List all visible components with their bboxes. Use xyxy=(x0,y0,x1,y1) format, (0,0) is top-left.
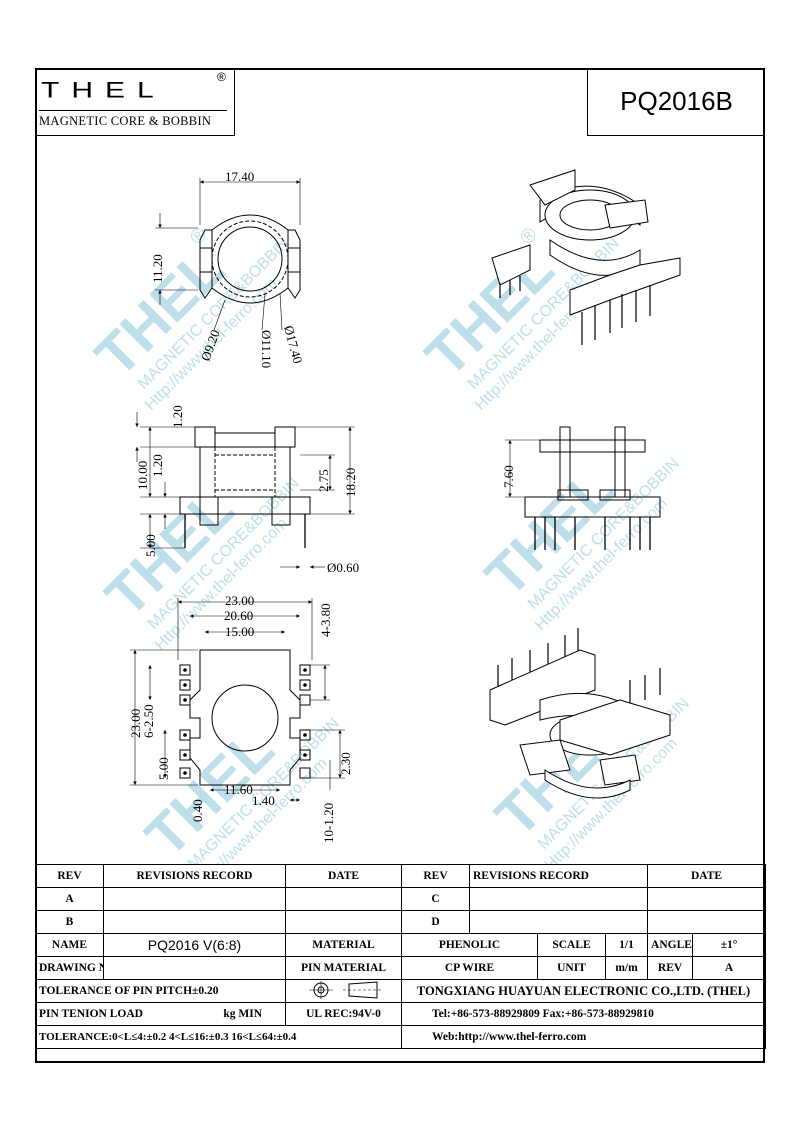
bottom-view xyxy=(130,598,345,802)
rev-value: A xyxy=(692,956,767,980)
rev-label: REV xyxy=(647,956,694,980)
dim-side-total: 18.20 xyxy=(343,468,358,497)
rev-header: REV xyxy=(35,864,104,888)
general-tolerance: TOLERANCE:0<L≤4:±0.2 4<L≤16:±0.3 16<L≤64… xyxy=(35,1025,402,1049)
dim-bot-r1: 4-3.80 xyxy=(318,603,333,637)
rev-d-record xyxy=(468,910,649,934)
scale-label: SCALE xyxy=(537,933,606,957)
projection-symbol xyxy=(285,979,402,1003)
rev-a-record xyxy=(103,887,286,911)
name-value: PQ2016 V(6:8) xyxy=(103,933,286,957)
dim-side-inner: 2.75 xyxy=(316,469,331,492)
dim-bot-h3: 5.00 xyxy=(156,757,171,780)
watermark-3: THEL MAGNETIC CORE&BOBBIN Http://www.the… xyxy=(93,475,302,654)
dim-bot-r2: 2.30 xyxy=(338,752,353,775)
tolerance-pin-pitch: TOLERANCE OF PIN PITCH±0.20 xyxy=(35,979,286,1003)
dim-side-pin: 5.00 xyxy=(143,534,158,557)
logo-underline xyxy=(39,110,227,111)
rev-c: C xyxy=(401,887,470,911)
dim-bot-h1: 23.00 xyxy=(128,709,143,738)
material-value: PHENOLIC xyxy=(401,933,538,957)
ul-rec: UL REC:94V-0 xyxy=(285,1002,402,1026)
rev-a-date xyxy=(285,887,402,911)
dim-bot-w2: 20.60 xyxy=(224,608,253,623)
logo-subtitle: MAGNETIC CORE & BOBBIN xyxy=(39,114,212,128)
dim-right-height: 7.60 xyxy=(501,465,516,488)
name-label: NAME xyxy=(35,933,104,957)
rev-b-date xyxy=(285,910,402,934)
rev-header-2: REV xyxy=(401,864,470,888)
dim-top-height: 11.20 xyxy=(150,254,165,283)
registered-mark: ® xyxy=(217,70,226,84)
dim-bot-h4: 0.40 xyxy=(190,799,205,822)
drawing-sheet xyxy=(35,68,765,1063)
dim-dia-outer: Ø17.40 xyxy=(281,324,305,365)
isometric-view-bottom xyxy=(489,628,671,799)
top-view xyxy=(155,178,301,331)
isometric-view-top xyxy=(491,169,681,345)
technical-drawing: THEL MAGNETIC CORE&BOBBIN Http://www.the… xyxy=(83,169,692,864)
drawing-no-value xyxy=(103,956,286,980)
dim-side-height: 10.00 xyxy=(135,461,150,490)
date-header: DATE xyxy=(285,864,402,888)
dim-bot-w1: 23.00 xyxy=(225,593,254,608)
material-label: MATERIAL xyxy=(285,933,402,957)
angle-value: ±1° xyxy=(692,933,767,957)
pin-material-label: PIN MATERIAL xyxy=(285,956,402,980)
pin-tension-label: PIN TENION LOAD xyxy=(39,1008,143,1020)
company-web: Web:http://www.thel-ferro.com xyxy=(400,1025,767,1049)
dim-pin-dia: Ø0.60 xyxy=(327,560,359,575)
dim-bot-w4: 11.60 xyxy=(224,782,253,797)
part-number: PQ2016B xyxy=(587,68,765,136)
dim-bot-w3: 15.00 xyxy=(225,624,254,639)
unit-value: m/m xyxy=(604,956,649,980)
unit-label: UNIT xyxy=(537,956,606,980)
dim-dia-mid: Ø11.10 xyxy=(259,330,274,368)
dim-bot-w5: 1.40 xyxy=(252,793,275,808)
pin-material-value: CP WIRE xyxy=(401,956,538,980)
thel-logo: THEL xyxy=(41,78,166,103)
side-view xyxy=(135,412,355,569)
side-view-right xyxy=(505,426,661,550)
dim-bot-h2: 6-2.50 xyxy=(141,704,156,738)
rev-a: A xyxy=(35,887,104,911)
company-name: TONGXIANG HUAYUAN ELECTRONIC CO.,LTD. (T… xyxy=(400,979,767,1003)
revisions-record-header-2: REVISIONS RECORD xyxy=(468,864,649,888)
pin-tension-row: PIN TENION LOAD kg MIN xyxy=(35,1002,286,1026)
pin-tension-unit: kg MIN xyxy=(223,1008,262,1020)
rev-c-record xyxy=(468,887,649,911)
rev-b-record xyxy=(103,910,286,934)
company-tel: Tel:+86-573-88929809 Fax:+86-573-8892981… xyxy=(400,1002,767,1026)
rev-d-date xyxy=(647,910,767,934)
rev-b: B xyxy=(35,910,104,934)
drawing-no-label: DRAWING NO xyxy=(35,956,104,980)
date-header-2: DATE xyxy=(647,864,767,888)
dim-side-flange2: 1.20 xyxy=(150,454,165,477)
logo-box: THEL ® MAGNETIC CORE & BOBBIN xyxy=(35,68,235,136)
dim-side-flange: 1.20 xyxy=(170,405,185,428)
scale-value: 1/1 xyxy=(604,933,649,957)
title-block: REV REVISIONS RECORD DATE REV REVISIONS … xyxy=(35,864,767,1049)
revisions-record-header: REVISIONS RECORD xyxy=(103,864,286,888)
dim-top-width: 17.40 xyxy=(225,169,254,184)
dim-bot-r3: 10-1.20 xyxy=(321,803,336,843)
projection-icon xyxy=(308,980,383,999)
watermark-4: THEL MAGNETIC CORE&BOBBIN Http://www.the… xyxy=(473,455,682,634)
angle-label: ANGLE xyxy=(647,933,694,957)
rev-d: D xyxy=(401,910,470,934)
rev-c-date xyxy=(647,887,767,911)
